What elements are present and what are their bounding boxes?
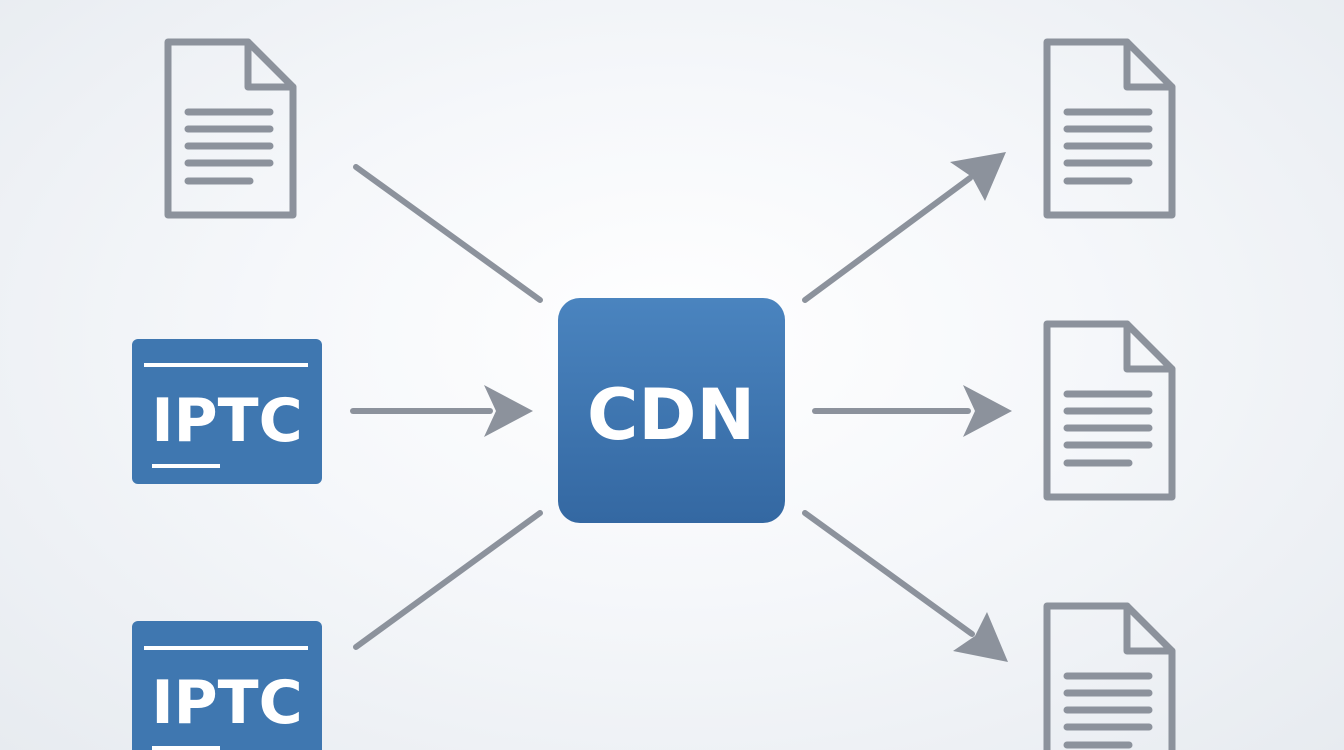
outgoing-arrow-bottom <box>802 510 1008 662</box>
outgoing-arrow-middle <box>812 385 1012 437</box>
incoming-arrow-top <box>353 164 543 303</box>
incoming-arrow-bottom <box>353 510 543 650</box>
source-iptc-card: IPTC <box>132 339 322 484</box>
cdn-hub-box <box>558 298 785 523</box>
target-document-icon <box>1043 602 1176 750</box>
cdn-hub: CDN <box>558 298 785 523</box>
outgoing-arrow-top <box>802 152 1006 303</box>
iptc-card-background <box>132 339 322 484</box>
cdn-label: CDN <box>587 374 755 456</box>
target-document-icon <box>1043 38 1176 219</box>
iptc-label: IPTC <box>151 668 302 738</box>
iptc-label: IPTC <box>151 386 302 456</box>
target-document-icon <box>1043 320 1176 501</box>
incoming-arrow-middle <box>350 385 533 437</box>
source-iptc-card: IPTC <box>132 621 322 750</box>
source-document-icon <box>164 38 297 219</box>
iptc-card-background <box>132 621 322 750</box>
